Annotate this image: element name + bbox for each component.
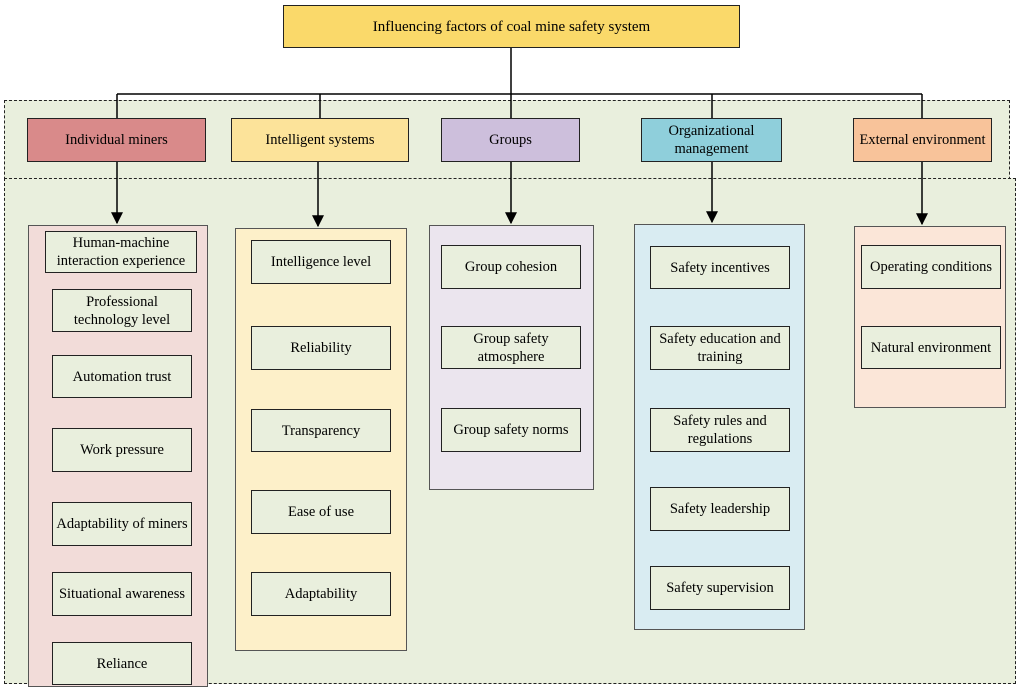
factor-box: Safety incentives bbox=[650, 246, 790, 289]
factor-label: Group safety norms bbox=[453, 422, 569, 438]
factor-label: Ease of use bbox=[287, 504, 355, 520]
factor-label: Situational awareness bbox=[58, 586, 186, 602]
factor-label: Natural environment bbox=[870, 339, 992, 356]
factor-box: Transparency bbox=[251, 409, 391, 452]
root-title: Influencing factors of coal mine safety … bbox=[372, 18, 651, 35]
category-label: External environment bbox=[859, 132, 986, 148]
factor-label: Operating conditions bbox=[869, 259, 993, 275]
factor-box: Intelligence level bbox=[251, 240, 391, 284]
factor-label: Safety rules and regulations bbox=[673, 413, 767, 447]
root-title-box: Influencing factors of coal mine safety … bbox=[283, 5, 740, 48]
factor-box: Safety education and training bbox=[650, 326, 790, 370]
factor-box: Group cohesion bbox=[441, 245, 581, 289]
factor-box: Ease of use bbox=[251, 490, 391, 534]
category-external-environment: External environment bbox=[853, 118, 992, 162]
factor-box: Automation trust bbox=[52, 355, 192, 398]
category-label: Individual miners bbox=[65, 132, 168, 148]
factor-label: Safety education and training bbox=[659, 331, 781, 365]
factor-label: Work pressure bbox=[80, 442, 164, 458]
factor-label: Adaptability bbox=[284, 586, 358, 602]
factor-label: Transparency bbox=[281, 422, 361, 439]
factor-box: Human-machine interaction experience bbox=[45, 231, 197, 273]
factor-label: Reliability bbox=[290, 340, 352, 356]
factor-box: Adaptability bbox=[251, 572, 391, 616]
factor-label: Safety supervision bbox=[666, 580, 774, 596]
factor-box: Reliability bbox=[251, 326, 391, 370]
factor-label: Safety leadership bbox=[669, 501, 771, 517]
factor-label: Group safety atmosphere bbox=[473, 330, 549, 365]
factor-label: Professional technology level bbox=[73, 293, 171, 328]
category-label: Organizational management bbox=[668, 123, 755, 157]
factor-label: Group cohesion bbox=[464, 259, 558, 275]
factor-box: Work pressure bbox=[52, 428, 192, 472]
factor-label: Safety incentives bbox=[670, 259, 770, 276]
factor-box: Safety leadership bbox=[650, 487, 790, 531]
factor-box: Reliance bbox=[52, 642, 192, 685]
factor-box: Professional technology level bbox=[52, 289, 192, 332]
category-individual-miners: Individual miners bbox=[27, 118, 206, 162]
factor-box: Safety supervision bbox=[650, 566, 790, 610]
factor-box: Natural environment bbox=[861, 326, 1001, 369]
factor-label: Reliance bbox=[96, 655, 148, 672]
factor-box: Group safety norms bbox=[441, 408, 581, 452]
factor-box: Group safety atmosphere bbox=[441, 326, 581, 369]
factor-box: Safety rules and regulations bbox=[650, 408, 790, 452]
category-label: Groups bbox=[489, 132, 532, 148]
factor-box: Situational awareness bbox=[52, 572, 192, 616]
category-label: Intelligent systems bbox=[265, 132, 375, 148]
category-organizational-management: Organizational management bbox=[641, 118, 782, 162]
factor-box: Adaptability of miners bbox=[52, 502, 192, 546]
factor-label: Automation trust bbox=[72, 368, 172, 385]
factor-label: Adaptability of miners bbox=[56, 516, 188, 532]
factor-label: Intelligence level bbox=[270, 254, 372, 270]
category-intelligent-systems: Intelligent systems bbox=[231, 118, 409, 162]
category-groups: Groups bbox=[441, 118, 580, 162]
factor-box: Operating conditions bbox=[861, 245, 1001, 289]
factor-label: Human-machine interaction experience bbox=[56, 235, 186, 269]
